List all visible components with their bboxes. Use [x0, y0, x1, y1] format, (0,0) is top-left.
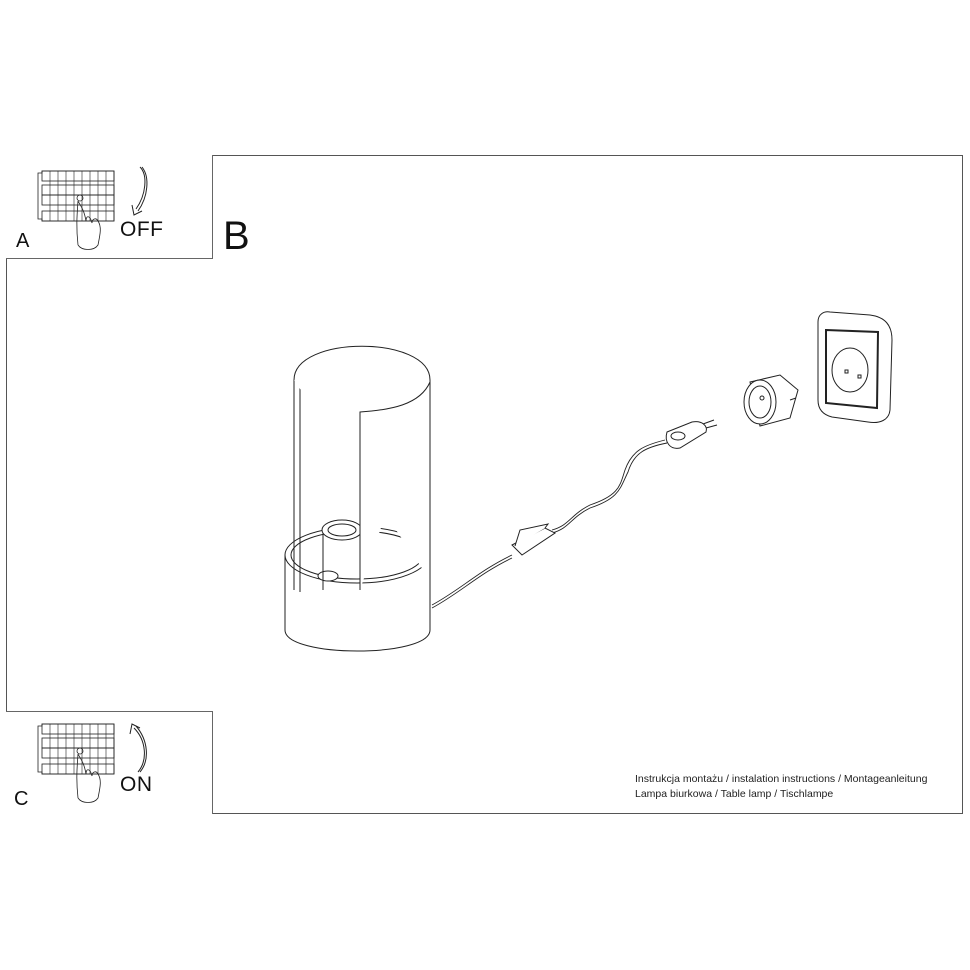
step-letter-a: A [16, 230, 30, 252]
power-cord-illustration [431, 419, 718, 609]
inline-switch-icon [511, 523, 556, 556]
circuit-breaker-icon [37, 170, 115, 250]
step-c-panel: C ON [6, 711, 213, 814]
step-letter-b: B [223, 214, 250, 258]
on-label: ON [120, 773, 153, 796]
arrow-down-icon [131, 166, 148, 216]
arrow-up-icon [129, 723, 147, 773]
caption-line-2: Lampa biurkowa / Table lamp / Tischlampe [635, 788, 834, 800]
adapter-icon [743, 374, 799, 427]
off-label: OFF [120, 218, 164, 241]
adapter-and-socket-illustration [743, 311, 893, 427]
caption: Instrukcja montażu / instalation instruc… [635, 772, 927, 802]
plug-icon [665, 419, 718, 449]
wall-socket-icon [817, 311, 893, 423]
diagram-frame [6, 155, 963, 814]
table-lamp-illustration [284, 345, 431, 652]
caption-line-1: Instrukcja montażu / instalation instruc… [635, 773, 928, 785]
step-letter-c: C [14, 788, 29, 810]
step-a-panel: A OFF [6, 155, 213, 259]
circuit-breaker-icon [37, 723, 115, 803]
